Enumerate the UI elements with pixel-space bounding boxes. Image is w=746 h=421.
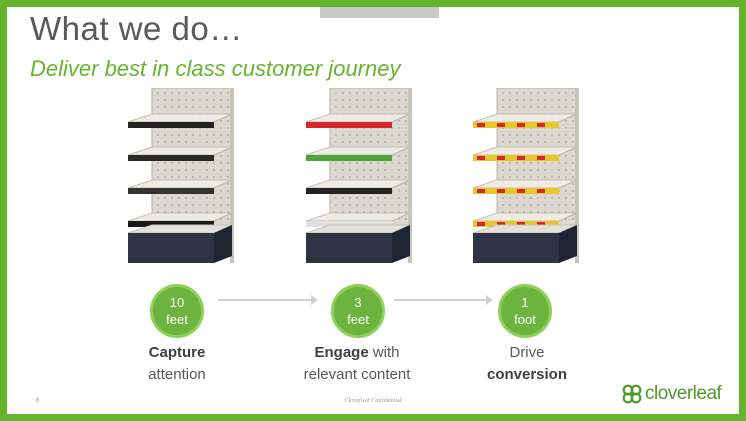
price-tag (517, 156, 525, 160)
base-kickplate (128, 233, 214, 263)
arrow-connector (218, 295, 318, 305)
step-number: 1 (521, 295, 529, 310)
shelf-unit-3-feet (300, 88, 418, 270)
price-tag (537, 123, 545, 127)
price-tag (497, 156, 505, 160)
price-tag (517, 123, 525, 127)
price-tag (477, 156, 485, 160)
price-tag (477, 189, 485, 193)
upright (408, 88, 412, 263)
caption-text: relevant content (303, 366, 411, 383)
shelf-strip (306, 221, 392, 227)
shelf-strip (128, 188, 214, 194)
slide-number: 6 (36, 398, 40, 404)
step-circle-10-feet: 10 feet (150, 284, 204, 338)
shelf-strip (128, 221, 214, 227)
shelf-unit-10-feet (122, 88, 240, 270)
caption-text: attention (148, 366, 206, 383)
price-tag (497, 189, 505, 193)
step-caption: Drive conversion (462, 342, 592, 386)
shelf-illustration (305, 88, 412, 263)
price-tag (537, 189, 545, 193)
caption-bold: Capture (148, 344, 206, 361)
price-tag (477, 123, 485, 127)
price-tag (537, 222, 545, 226)
shelf-strip (473, 122, 559, 128)
step-circle-1-foot: 1 foot (498, 284, 552, 338)
price-tag (517, 189, 525, 193)
step-unit: foot (514, 312, 536, 327)
shelf-strip (473, 188, 559, 194)
confidential-notice: Cloverleaf Confidential (344, 398, 402, 404)
shelf-strip (306, 122, 392, 128)
caption-bold: conversion (486, 366, 568, 383)
caption-text: Drive (509, 344, 545, 361)
shelf-strip (306, 188, 392, 194)
step-number: 3 (354, 295, 362, 310)
shelf-illustration (472, 88, 579, 263)
caption-text: with (368, 344, 400, 361)
shelf-strip (128, 122, 214, 128)
price-tag (497, 123, 505, 127)
page-subtitle: Deliver best in class customer journey (30, 56, 401, 81)
price-tag (477, 222, 485, 226)
step-caption: Capture attention (112, 342, 242, 386)
step-unit: feet (347, 312, 369, 327)
clover-icon (622, 384, 642, 404)
logo-text: cloverleaf (645, 383, 722, 404)
price-tag (517, 222, 525, 226)
upright (230, 88, 234, 263)
base-kickplate (306, 233, 392, 263)
step-circle-3-feet: 3 feet (331, 284, 385, 338)
top-tab (320, 7, 439, 18)
shelf-illustration (127, 88, 234, 263)
caption-bold: Engage (314, 344, 369, 361)
price-tag (497, 222, 505, 226)
shelf-strip (473, 155, 559, 161)
shelf-strip (473, 221, 559, 227)
upright (575, 88, 579, 263)
page-title: What we do… (30, 10, 243, 47)
step-caption: Engage with relevant content (283, 342, 431, 386)
base-kickplate (473, 233, 559, 263)
shelf-strip (306, 155, 392, 161)
arrow-connector (394, 295, 493, 305)
cloverleaf-logo: cloverleaf (621, 383, 722, 405)
shelf-unit-1-foot (467, 88, 585, 270)
price-tag (537, 156, 545, 160)
step-unit: feet (166, 312, 188, 327)
shelf-strip (128, 155, 214, 161)
step-number: 10 (169, 295, 185, 310)
